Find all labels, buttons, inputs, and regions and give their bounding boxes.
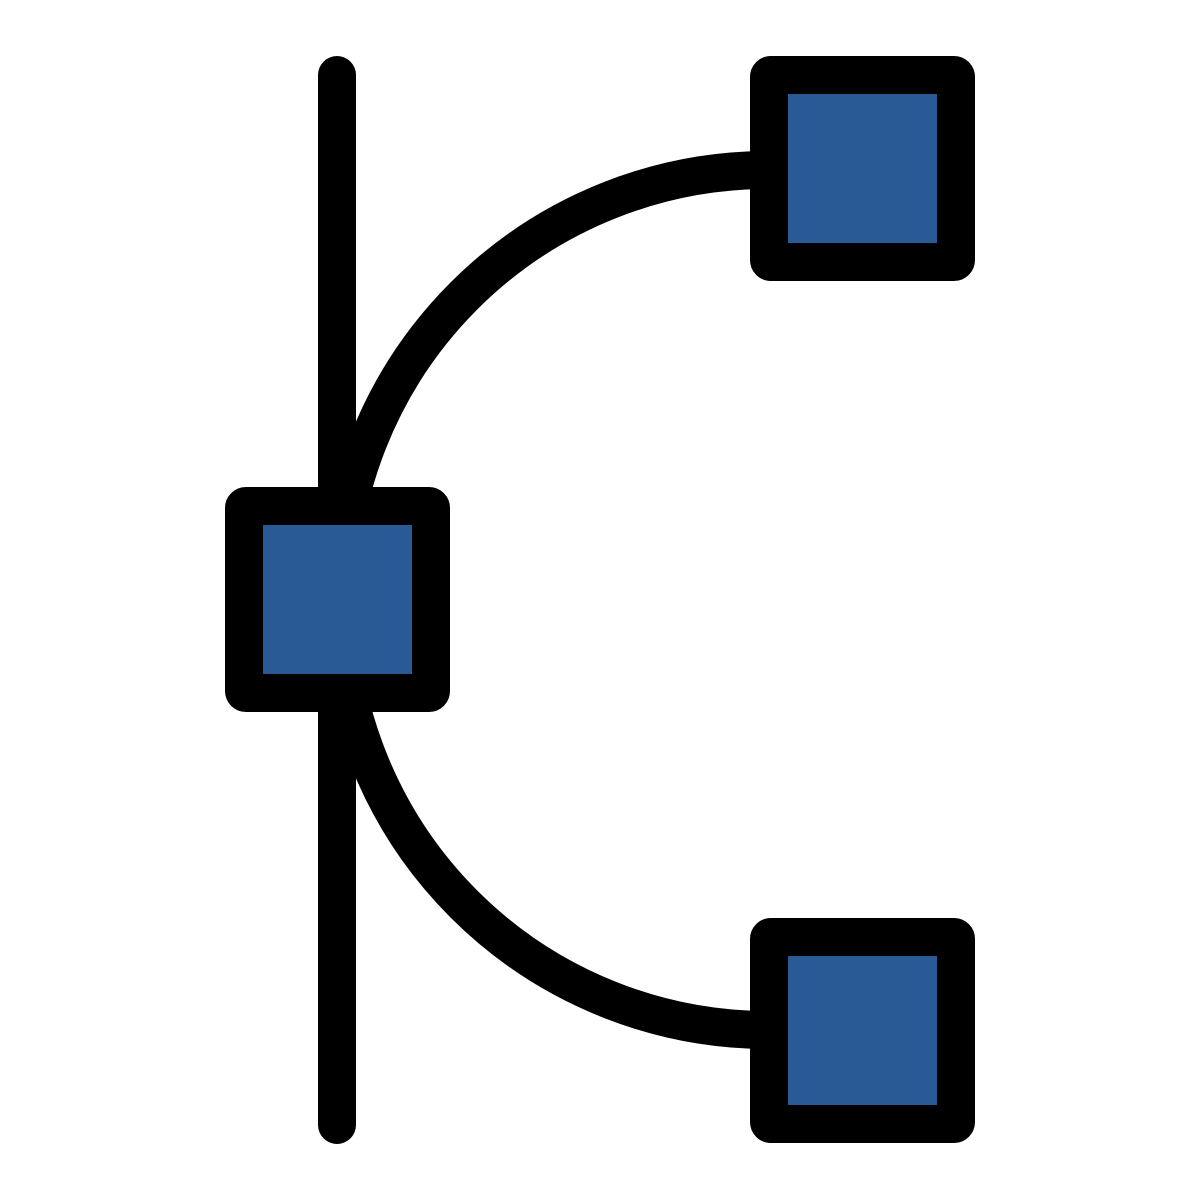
control-node-bottom[interactable] (750, 918, 975, 1143)
control-node-top[interactable] (750, 56, 975, 281)
anchor-node-middle[interactable] (225, 487, 450, 712)
